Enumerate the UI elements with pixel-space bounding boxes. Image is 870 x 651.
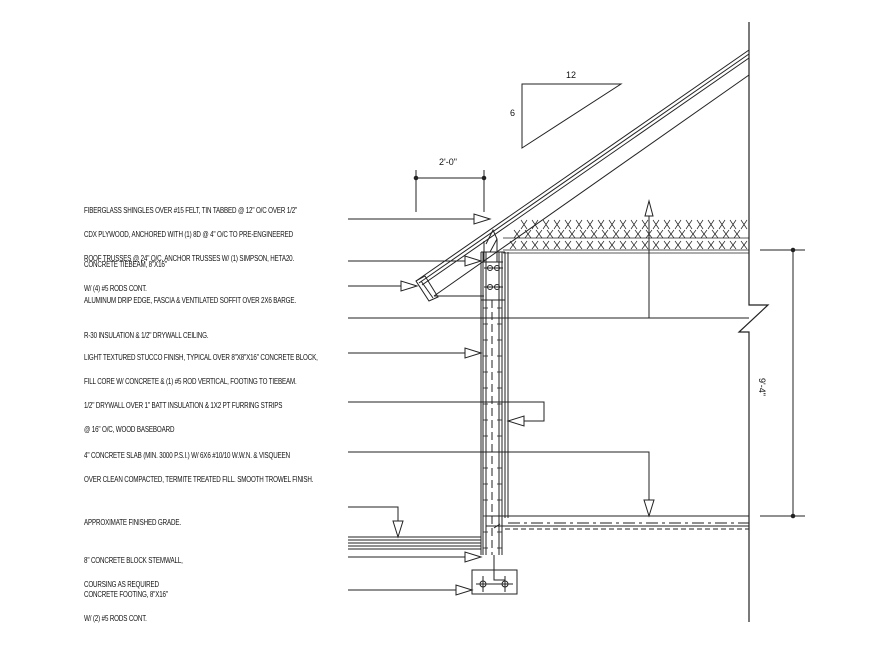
note-line: 1/2" DRYWALL OVER 1" BATT INSULATION & 1… (84, 401, 283, 410)
note-line: COURSING AS REQUIRED (84, 580, 159, 589)
finished-grade (348, 537, 481, 549)
note-insulation: R-30 INSULATION & 1/2" DRYWALL CEILING. (84, 316, 209, 348)
floor-slab (486, 516, 749, 529)
insulation-x-pattern (510, 220, 747, 249)
note-line: 4" CONCRETE SLAB (MIN. 3000 P.S.I.) W/ 6… (84, 451, 290, 460)
ceiling-height-dimension-label: 9'-4" (757, 378, 767, 396)
note-drywall: 1/2" DRYWALL OVER 1" BATT INSULATION & 1… (84, 386, 282, 442)
ceiling-leader (645, 201, 653, 318)
note-line: CONCRETE TIEBEAM, 8"X16" (84, 260, 167, 269)
slope-triangle (522, 84, 621, 148)
note-stucco: LIGHT TEXTURED STUCCO FINISH, TYPICAL OV… (84, 338, 318, 394)
note-line: APPROXIMATE FINISHED GRADE. (84, 518, 181, 527)
cmu-wall (481, 252, 508, 555)
ceiling-insulation (503, 238, 749, 253)
note-line: R-30 INSULATION & 1/2" DRYWALL CEILING. (84, 331, 209, 340)
note-roof: FIBERGLASS SHINGLES OVER #15 FELT, TIN T… (84, 191, 297, 271)
ceiling-height-dimension (760, 248, 805, 518)
note-slab: 4" CONCRETE SLAB (MIN. 3000 P.S.I.) W/ 6… (84, 436, 313, 492)
note-line: ROOF TRUSSES @ 24" O/C, ANCHOR TRUSSES W… (84, 254, 295, 263)
note-line: FIBERGLASS SHINGLES OVER #15 FELT, TIN T… (84, 206, 298, 215)
note-line: FILL CORE W/ CONCRETE & (1) #5 ROD VERTI… (84, 377, 297, 386)
note-drip-edge: ALUMINUM DRIP EDGE, FASCIA & VENTILATED … (84, 281, 296, 313)
note-footing: CONCRETE FOOTING, 8"X16" W/ (2) #5 RODS … (84, 575, 168, 631)
note-line: W/ (4) #5 RODS CONT. (84, 284, 147, 293)
note-line: CDX PLYWOOD, ANCHORED WITH (1) 8D @ 4" O… (84, 230, 293, 239)
overhang-dimension-label: 2'-0" (439, 157, 457, 167)
note-line: OVER CLEAN COMPACTED, TERMITE TREATED FI… (84, 475, 314, 484)
slope-rise-label: 6 (510, 108, 516, 118)
note-line: @ 16" O/C, WOOD BASEBOARD (84, 425, 175, 434)
right-break-line (739, 22, 768, 622)
slope-run-label: 12 (566, 70, 577, 80)
note-line: LIGHT TEXTURED STUCCO FINISH, TYPICAL OV… (84, 353, 318, 362)
note-tiebeam: CONCRETE TIEBEAM, 8"X16" W/ (4) #5 RODS … (84, 245, 167, 301)
leader-lines (348, 214, 749, 595)
note-line: 8" CONCRETE BLOCK STEMWALL, (84, 556, 183, 565)
note-stemwall: 8" CONCRETE BLOCK STEMWALL, COURSING AS … (84, 541, 183, 597)
overhang-dimension (414, 170, 486, 212)
footing (472, 555, 517, 594)
note-line: W/ (2) #5 RODS CONT. (84, 614, 147, 623)
note-line: CONCRETE FOOTING, 8"X16" (84, 590, 168, 599)
note-line: ALUMINUM DRIP EDGE, FASCIA & VENTILATED … (84, 296, 296, 305)
note-grade: APPROXIMATE FINISHED GRADE. (84, 503, 181, 535)
